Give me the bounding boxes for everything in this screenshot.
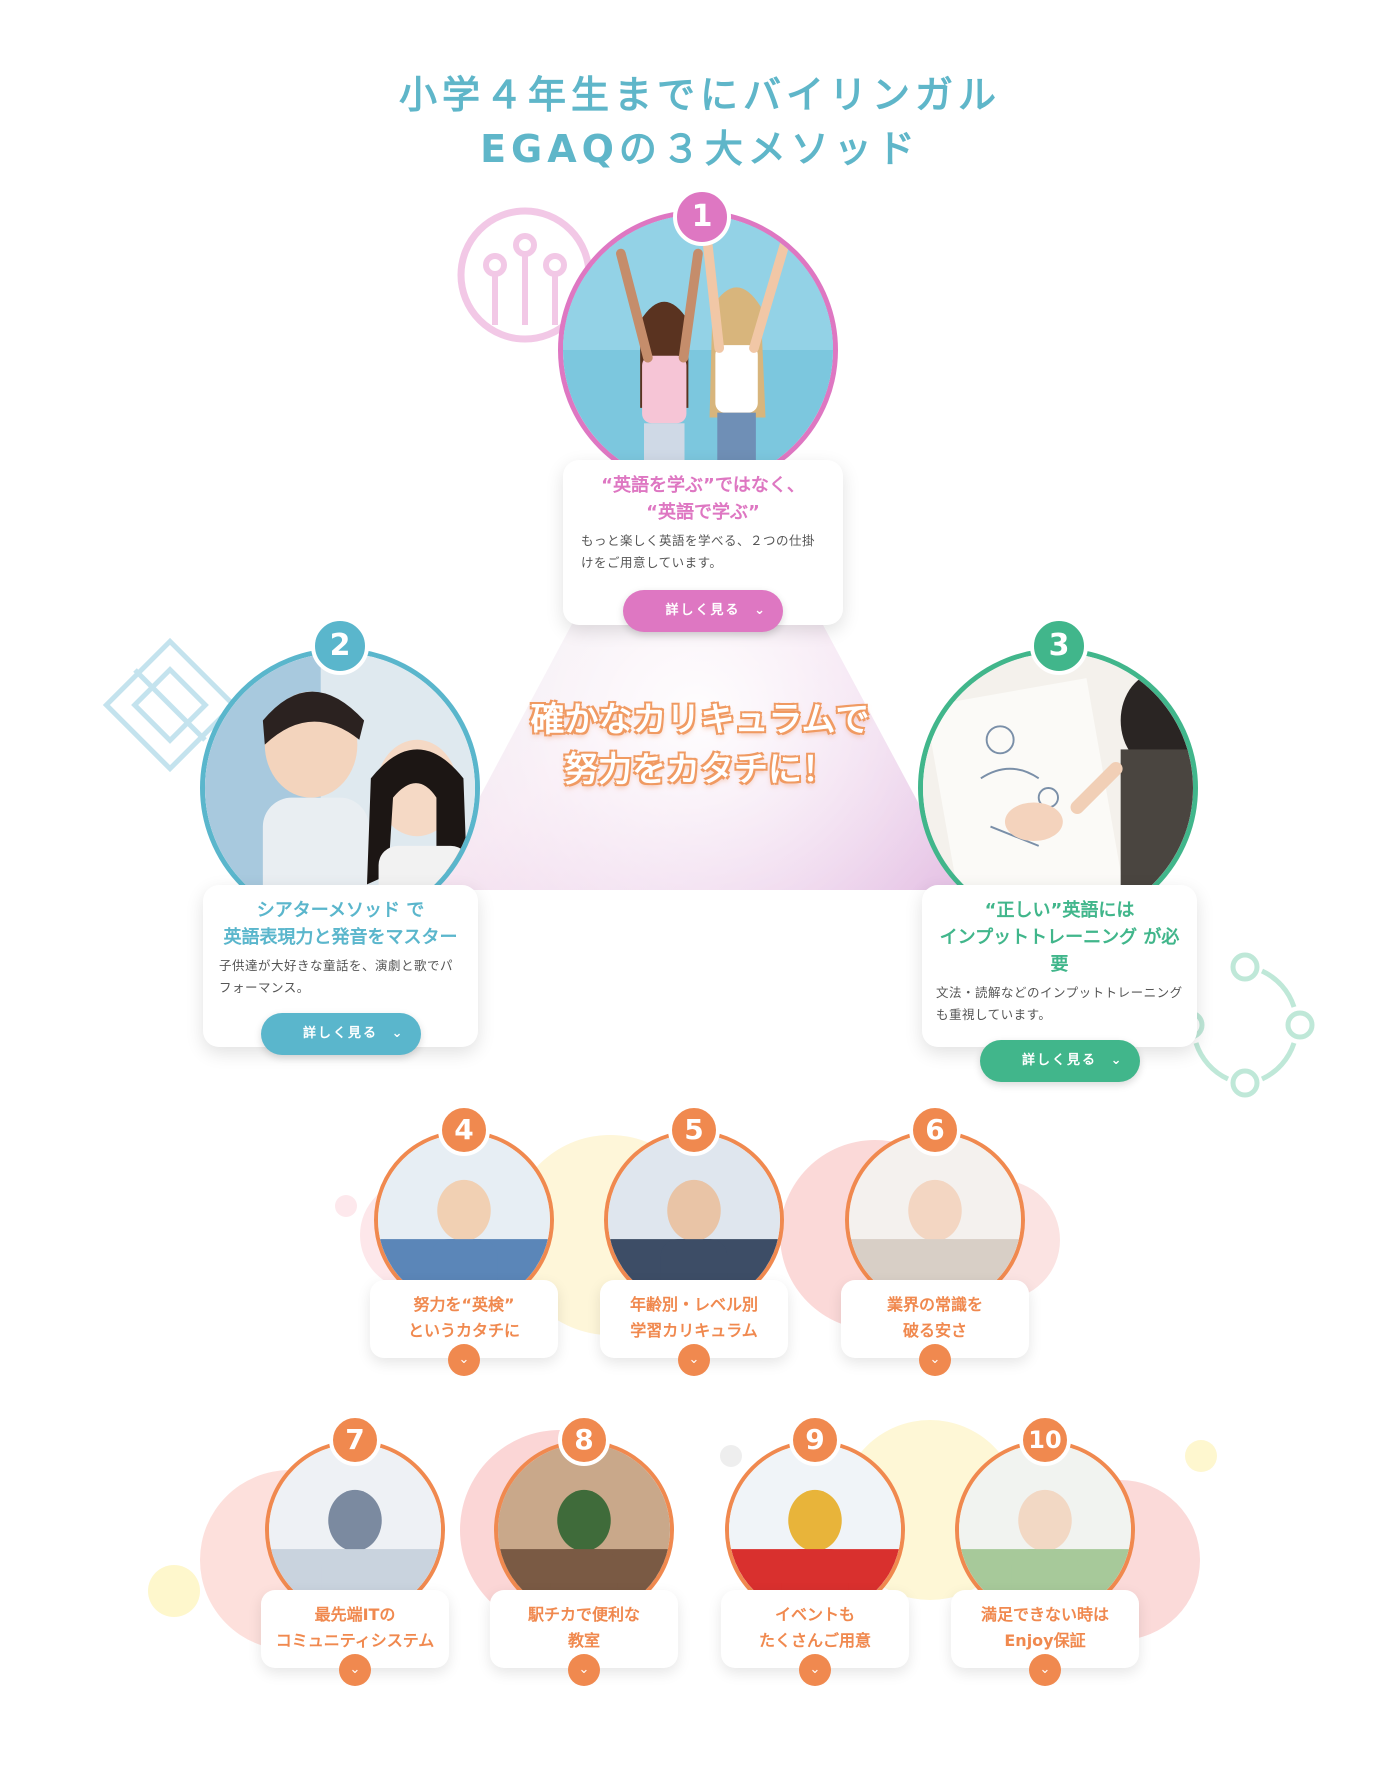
feature-7-expand-button[interactable]: ⌄ [339, 1654, 371, 1686]
method-1-detail-button[interactable]: 詳しく見る ⌄ [623, 590, 783, 632]
tagline-line-1: 確かなカリキュラムで [530, 700, 870, 740]
feature-9-expand-button[interactable]: ⌄ [799, 1654, 831, 1686]
chevron-down-icon: ⌄ [929, 1352, 941, 1367]
feature-4-line-1: 努力を“英検” [413, 1295, 515, 1314]
dotted-ring-icon [1175, 952, 1315, 1098]
method-2-detail-label: 詳しく見る [302, 1026, 378, 1041]
chevron-down-icon: ⌄ [1039, 1662, 1051, 1677]
feature-9-line-2: たくさんご用意 [758, 1631, 871, 1650]
feature-6-expand-button[interactable]: ⌄ [919, 1344, 951, 1376]
chevron-down-icon: ⌄ [1110, 1053, 1124, 1068]
method-3-photo [918, 648, 1198, 928]
feature-10-line-1: 満足できない時は [980, 1605, 1109, 1624]
feature-10-expand-button[interactable]: ⌄ [1029, 1654, 1061, 1686]
tagline-line-2: 努力をカタチに！ [564, 750, 836, 790]
method-3-heading-highlight: インプットトレーニング [939, 927, 1138, 948]
feature-8-expand-button[interactable]: ⌄ [568, 1654, 600, 1686]
feature-7-photo [265, 1440, 445, 1620]
feature-5-number: 5 [668, 1104, 720, 1156]
method-1-description: もっと楽しく英語を学べる、２つの仕掛けをご用意しています。 [581, 533, 816, 570]
method-1-detail-label: 詳しく見る [665, 603, 741, 618]
feature-9-number: 9 [789, 1414, 841, 1466]
feature-6-line-2: 破る安さ [902, 1321, 967, 1340]
method-3-description: 文法・読解などのインプットトレーニングも重視しています。 [936, 985, 1183, 1022]
method-3-heading-1: “正しい”英語には [984, 900, 1135, 921]
method-2-heading-suffix: で [400, 900, 425, 921]
feature-4-line-2: というカタチに [407, 1321, 520, 1340]
chevron-down-icon: ⌄ [688, 1352, 700, 1367]
method-3-detail-button[interactable]: 詳しく見る ⌄ [979, 1040, 1140, 1082]
curriculum-tagline: 確かなカリキュラムで 努力をカタチに！ [470, 695, 930, 795]
method-3-heading-suffix: が必要 [1050, 927, 1180, 975]
feature-10-line-2: Enjoy保証 [1004, 1631, 1086, 1650]
chevron-down-icon: ⌄ [391, 1026, 405, 1041]
feature-6-line-1: 業界の常識を [886, 1295, 983, 1314]
title-line-1: 小学４年生までにバイリンガル [398, 73, 1001, 117]
feature-4-expand-button[interactable]: ⌄ [448, 1344, 480, 1376]
decor-blob [1185, 1440, 1217, 1472]
method-2-description: 子供達が大好きな童話を、演劇と歌でパフォーマンス。 [219, 958, 454, 995]
chevron-down-icon: ⌄ [458, 1352, 470, 1367]
feature-7-number: 7 [329, 1414, 381, 1466]
feature-8-number: 8 [558, 1414, 610, 1466]
curriculum-triangle [430, 390, 965, 890]
decor-blob [148, 1565, 200, 1617]
method-2-number: 2 [311, 617, 369, 675]
method-3-detail-label: 詳しく見る [1021, 1053, 1097, 1068]
feature-5-line-2: 学習カリキュラム [630, 1321, 758, 1340]
feature-8-line-1: 駅チカで便利な [527, 1605, 640, 1624]
feature-7-line-2: コミュニティシステム [275, 1631, 435, 1650]
chevron-down-icon: ⌄ [349, 1662, 361, 1677]
decor-blob [335, 1195, 357, 1217]
feature-7-line-1: 最先端ITの [314, 1605, 396, 1624]
method-2-card: シアターメソッド で 英語表現力と発音をマスター 子供達が大好きな童話を、演劇と… [203, 885, 478, 1055]
diamond-icon [102, 637, 238, 773]
chevron-down-icon: ⌄ [578, 1662, 590, 1677]
feature-5-expand-button[interactable]: ⌄ [678, 1344, 710, 1376]
method-1-card: “英語を学ぶ”ではなく、 “英語で学ぶ” もっと楽しく英語を学べる、２つの仕掛け… [563, 460, 843, 632]
method-2-detail-button[interactable]: 詳しく見る ⌄ [260, 1013, 421, 1055]
decor-blob [720, 1445, 742, 1467]
method-1-heading-1: “英語を学ぶ”ではなく、 [601, 475, 805, 496]
method-3-card: “正しい”英語には インプットトレーニング が必要 文法・読解などのインプットト… [922, 885, 1197, 1082]
method-2-heading-highlight: シアターメソッド [256, 900, 400, 921]
feature-4-number: 4 [438, 1104, 490, 1156]
method-1-heading-2: “英語で学ぶ” [646, 502, 760, 523]
method-2-heading-2: 英語表現力と発音をマスター [223, 927, 458, 948]
title-line-2: EGAQの３大メソッド [480, 127, 920, 171]
section-title: 小学４年生までにバイリンガル EGAQの３大メソッド [0, 68, 1400, 176]
feature-9-line-1: イベントも [774, 1605, 855, 1624]
feature-5-line-1: 年齢別・レベル別 [629, 1295, 758, 1314]
chevron-down-icon: ⌄ [754, 603, 767, 618]
chevron-down-icon: ⌄ [809, 1662, 821, 1677]
feature-10-number: 10 [1019, 1414, 1071, 1466]
feature-6-number: 6 [909, 1104, 961, 1156]
method-3-number: 3 [1030, 617, 1088, 675]
method-1-number: 1 [673, 188, 731, 246]
feature-8-line-2: 教室 [567, 1631, 600, 1650]
feature-8-card[interactable]: 駅チカで便利な教室 [490, 1590, 678, 1668]
method-1-photo [558, 210, 838, 490]
